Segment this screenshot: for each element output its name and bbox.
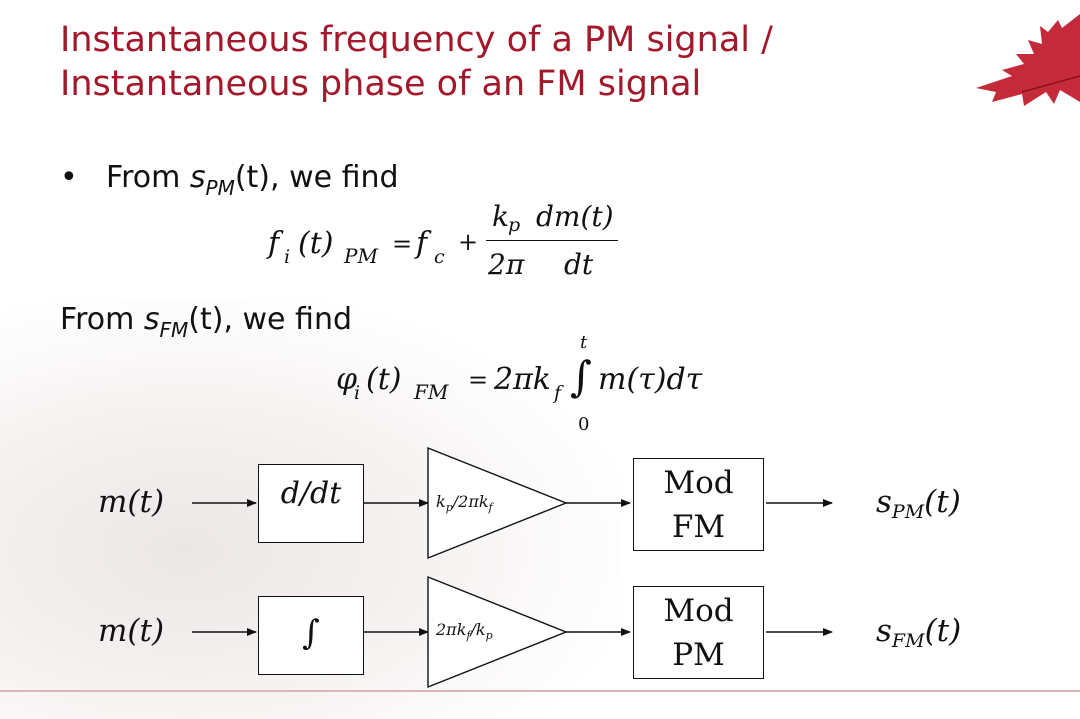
title-line-2: Instantaneous phase of an FM signal — [60, 64, 702, 104]
bullet-pm: • From sPM(t), we find — [60, 160, 399, 200]
row1-gain-mid: /2πk — [452, 492, 489, 511]
row2-output-arg: (t) — [924, 613, 962, 649]
from-fm-prefix: From — [60, 302, 144, 337]
from-fm-symbol: s — [143, 302, 160, 337]
eq2-upper: t — [580, 332, 588, 353]
row1-output-sub: PM — [891, 501, 925, 523]
footer-rule — [0, 690, 1080, 692]
row2-gain-sub2: p — [485, 629, 493, 643]
eq2-integrand: m(τ)dτ — [598, 362, 703, 397]
from-fm-subscript: FM — [159, 318, 189, 342]
eq1-num-k: k — [492, 200, 509, 233]
eq1-fraction-bar — [486, 240, 618, 241]
mod-pm-line1: Mod — [663, 593, 734, 629]
row2-gain-sub1: f — [466, 629, 471, 643]
row1-output-arg: (t) — [924, 484, 961, 520]
row2-input-label: m(t) — [98, 613, 165, 649]
row1-gain-label: kp/2πkf — [436, 492, 493, 514]
eq1-den-2pi: 2π — [488, 248, 525, 281]
row2-output-label: sFM(t) — [876, 613, 961, 652]
mod-fm-line1: Mod — [663, 465, 734, 501]
eq2-coef-sub: f — [554, 382, 562, 404]
row2-gain-k: 2πk — [436, 620, 467, 639]
eq1-lhs-arg: (t) — [298, 226, 334, 261]
maple-leaf-logo — [976, 14, 1080, 106]
bullet-subscript: PM — [205, 176, 235, 200]
eq2-lhs-sub: i — [354, 382, 361, 404]
eq2-equals: = — [468, 366, 489, 394]
eq2-lhs-arg: (t) — [366, 362, 402, 397]
eq2-lhs-sub2: FM — [414, 380, 449, 404]
eq2-integral: ∫ — [570, 352, 592, 401]
eq2-coef: 2πk — [494, 362, 551, 397]
row1-gain-sub1: p — [445, 501, 453, 515]
row1-gain-sub2: f — [488, 501, 493, 515]
mod-fm-block: Mod FM — [633, 458, 764, 551]
integrator-label: ∫ — [302, 613, 320, 653]
row1-output-label: sPM(t) — [876, 484, 961, 523]
row2-gain-label: 2πkf/kp — [436, 620, 493, 642]
eq1-den-dt: dt — [564, 248, 594, 281]
differentiator-block: d/dt — [258, 464, 364, 543]
row2-output-sub: FM — [891, 630, 925, 652]
eq1-num-k-sub: p — [508, 214, 521, 236]
eq1-fc-sub: c — [434, 246, 445, 268]
row1-input-label: m(t) — [98, 484, 165, 520]
bullet-marker: • — [60, 160, 78, 195]
mod-fm-line2: FM — [671, 509, 726, 545]
slide-title: Instantaneous frequency of a PM signal /… — [60, 18, 940, 106]
eq2-lhs: φ — [336, 362, 358, 397]
row2-gain-mid: /k — [470, 620, 486, 639]
row1-gain-k: k — [436, 492, 446, 511]
eq1-plus: + — [458, 228, 479, 256]
gain-triangle-row2 — [427, 575, 568, 689]
row2-output-s: s — [876, 613, 892, 649]
from-fm-line: From sFM(t), we find — [60, 302, 352, 342]
bullet-suffix: (t), we find — [234, 160, 399, 195]
equation-pm-frequency: f i (t) PM = f c + k p dm(t) 2π dt — [268, 200, 628, 300]
eq1-lhs-sub2: PM — [344, 244, 378, 268]
eq1-lhs: f — [268, 226, 280, 261]
eq2-lower: 0 — [578, 414, 590, 435]
from-fm-suffix: (t), we find — [188, 302, 353, 337]
bullet-symbol: s — [189, 160, 206, 195]
equation-fm-phase: φ i (t) FM = 2πk f t ∫ 0 m(τ)dτ — [336, 332, 736, 442]
integrator-block: ∫ — [258, 596, 364, 675]
eq1-equals: = — [392, 230, 413, 258]
mod-pm-line2: PM — [672, 637, 725, 673]
eq1-num-dm: dm(t) — [536, 200, 614, 233]
bullet-prefix: From — [106, 160, 190, 195]
eq1-fc: f — [416, 226, 428, 261]
eq1-lhs-sub: i — [284, 246, 291, 268]
differentiator-label: d/dt — [280, 476, 342, 511]
row1-output-s: s — [876, 484, 892, 520]
title-line-1: Instantaneous frequency of a PM signal / — [60, 20, 773, 60]
mod-pm-block: Mod PM — [633, 586, 764, 679]
gain-triangle-row1 — [427, 446, 568, 560]
